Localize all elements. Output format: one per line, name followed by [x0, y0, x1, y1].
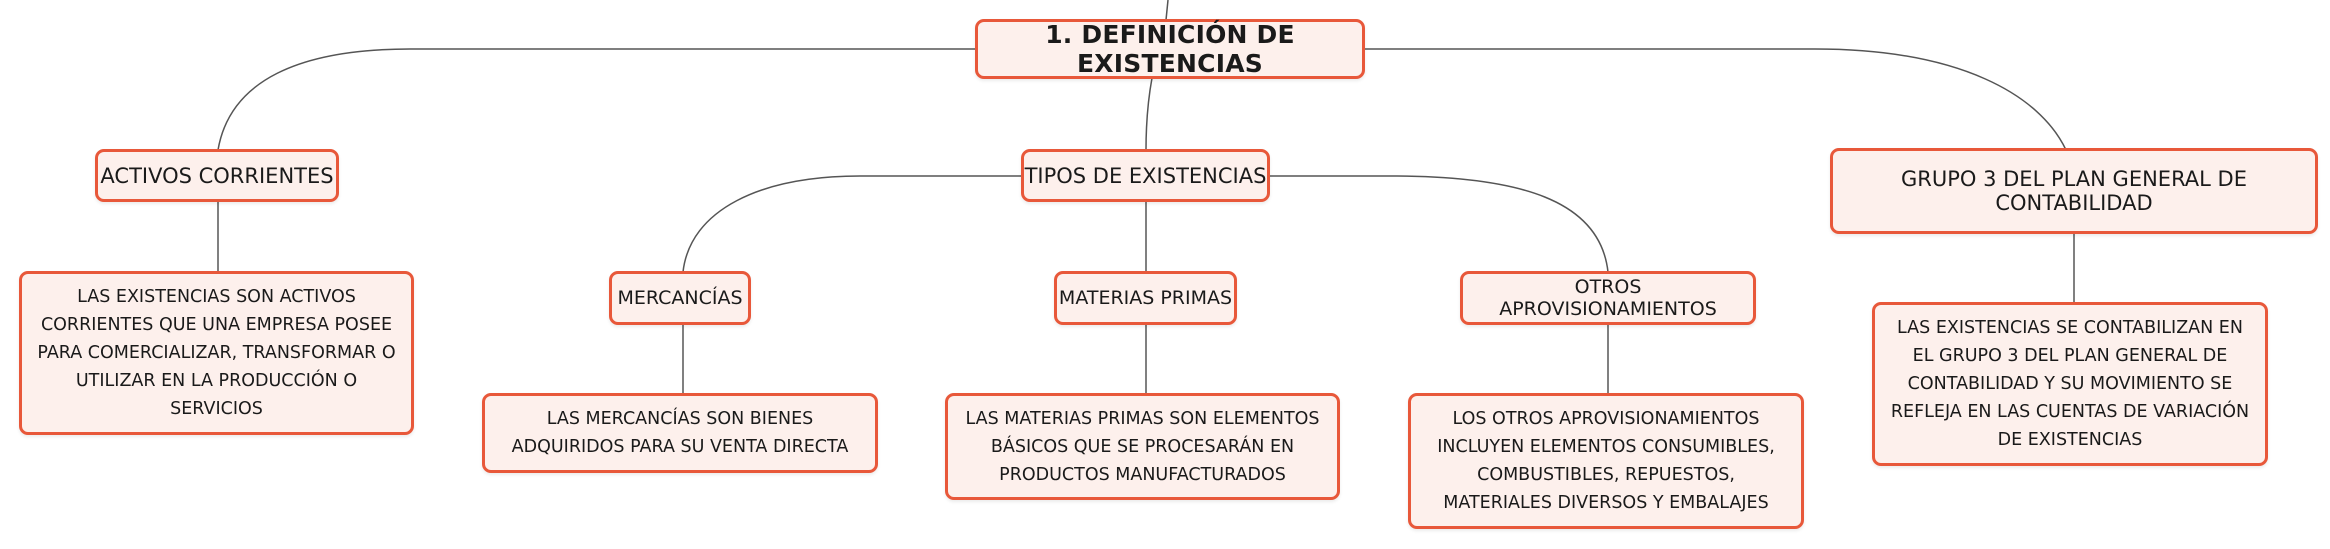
connector-tipos-otros	[1268, 175, 1609, 273]
mercancias-description[interactable]: LAS MERCANCÍAS SON BIENES ADQUIRIDOS PAR…	[482, 393, 878, 473]
connector-root-tipos	[1145, 77, 1153, 151]
grupo3-description-text: LAS EXISTENCIAS SE CONTABILIZAN EN EL GR…	[1890, 318, 2250, 450]
tipos-existencias-node[interactable]: TIPOS DE EXISTENCIAS	[1021, 149, 1270, 202]
grupo3-description[interactable]: LAS EXISTENCIAS SE CONTABILIZAN EN EL GR…	[1872, 302, 2268, 466]
connector-root-grupo3	[1362, 48, 2067, 151]
otros-aprovisionamientos-label: OTROS APROVISIONAMIENTOS	[1499, 276, 1717, 320]
connector-root-activos	[217, 48, 978, 151]
root-node[interactable]: 1. DEFINICIÓN DE EXISTENCIAS	[975, 19, 1365, 79]
otros-aprovisionamientos-node[interactable]: OTROS APROVISIONAMIENTOS	[1460, 271, 1756, 325]
otros-aprovisionamientos-description[interactable]: LOS OTROS APROVISIONAMIENTOS INCLUYEN EL…	[1408, 393, 1804, 529]
tipos-existencias-label: TIPOS DE EXISTENCIAS	[1024, 163, 1267, 188]
mercancias-node[interactable]: MERCANCÍAS	[609, 271, 751, 325]
mercancias-label: MERCANCÍAS	[617, 287, 743, 309]
root-label: 1. DEFINICIÓN DE EXISTENCIAS	[1045, 20, 1295, 78]
connector-incoming	[1165, 0, 1169, 21]
materias-primas-node[interactable]: MATERIAS PRIMAS	[1054, 271, 1237, 325]
activos-corrientes-node[interactable]: ACTIVOS CORRIENTES	[95, 149, 339, 202]
grupo3-label: GRUPO 3 DEL PLAN GENERAL DE CONTABILIDAD	[1901, 167, 2247, 215]
mercancias-description-text: LAS MERCANCÍAS SON BIENES ADQUIRIDOS PAR…	[511, 409, 849, 457]
materias-primas-description-text: LAS MATERIAS PRIMAS SON ELEMENTOS BÁSICO…	[965, 408, 1320, 485]
grupo3-node[interactable]: GRUPO 3 DEL PLAN GENERAL DE CONTABILIDAD	[1830, 148, 2318, 234]
otros-aprovisionamientos-description-text: LOS OTROS APROVISIONAMIENTOS INCLUYEN EL…	[1437, 409, 1775, 513]
connector-tipos-mercancias	[682, 175, 1023, 273]
materias-primas-description[interactable]: LAS MATERIAS PRIMAS SON ELEMENTOS BÁSICO…	[945, 393, 1340, 500]
activos-corrientes-label: ACTIVOS CORRIENTES	[100, 163, 334, 188]
activos-corrientes-description[interactable]: LAS EXISTENCIAS SON ACTIVOS CORRIENTES Q…	[19, 271, 414, 435]
materias-primas-label: MATERIAS PRIMAS	[1058, 287, 1233, 309]
activos-corrientes-description-text: LAS EXISTENCIAS SON ACTIVOS CORRIENTES Q…	[37, 287, 396, 419]
